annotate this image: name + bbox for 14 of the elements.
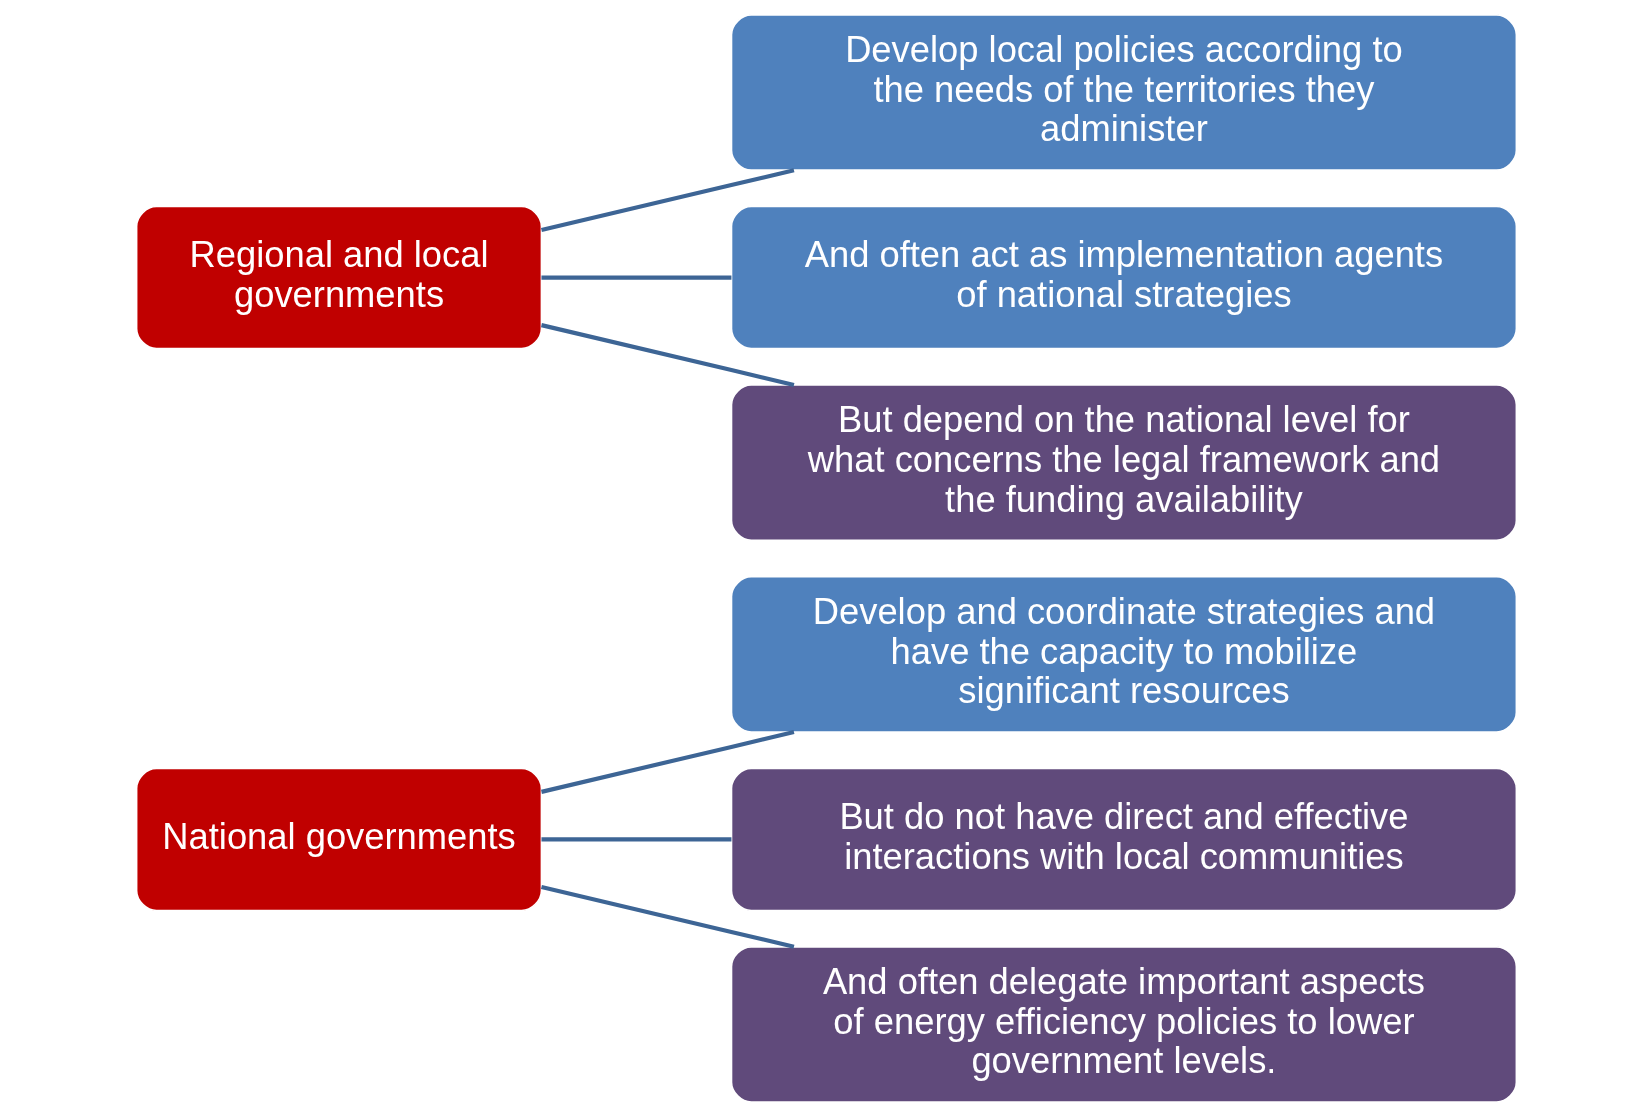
connector bbox=[540, 275, 731, 280]
node-box: And often delegate important aspects of energy efficiency policies to lower government levels. bbox=[730, 946, 1517, 1103]
node-box: Regional and local governments bbox=[135, 205, 542, 350]
connector bbox=[540, 323, 794, 387]
node-box: Develop local policies according to the needs of the territories they administer bbox=[730, 14, 1517, 171]
node-box: And often act as implementation agents of national strategies bbox=[730, 205, 1517, 350]
connector bbox=[540, 168, 794, 233]
node-box: But do not have direct and effective interactions with local communities bbox=[730, 767, 1517, 912]
node-box: National governments bbox=[135, 767, 542, 912]
node-box: But depend on the national level for what concerns the legal framework and the funding availability bbox=[730, 384, 1517, 542]
node-box: Develop and coordinate strategies and have the capacity to mobilize significant resources bbox=[730, 575, 1517, 733]
connector bbox=[540, 837, 731, 842]
connector bbox=[540, 730, 794, 794]
connector bbox=[540, 884, 794, 949]
